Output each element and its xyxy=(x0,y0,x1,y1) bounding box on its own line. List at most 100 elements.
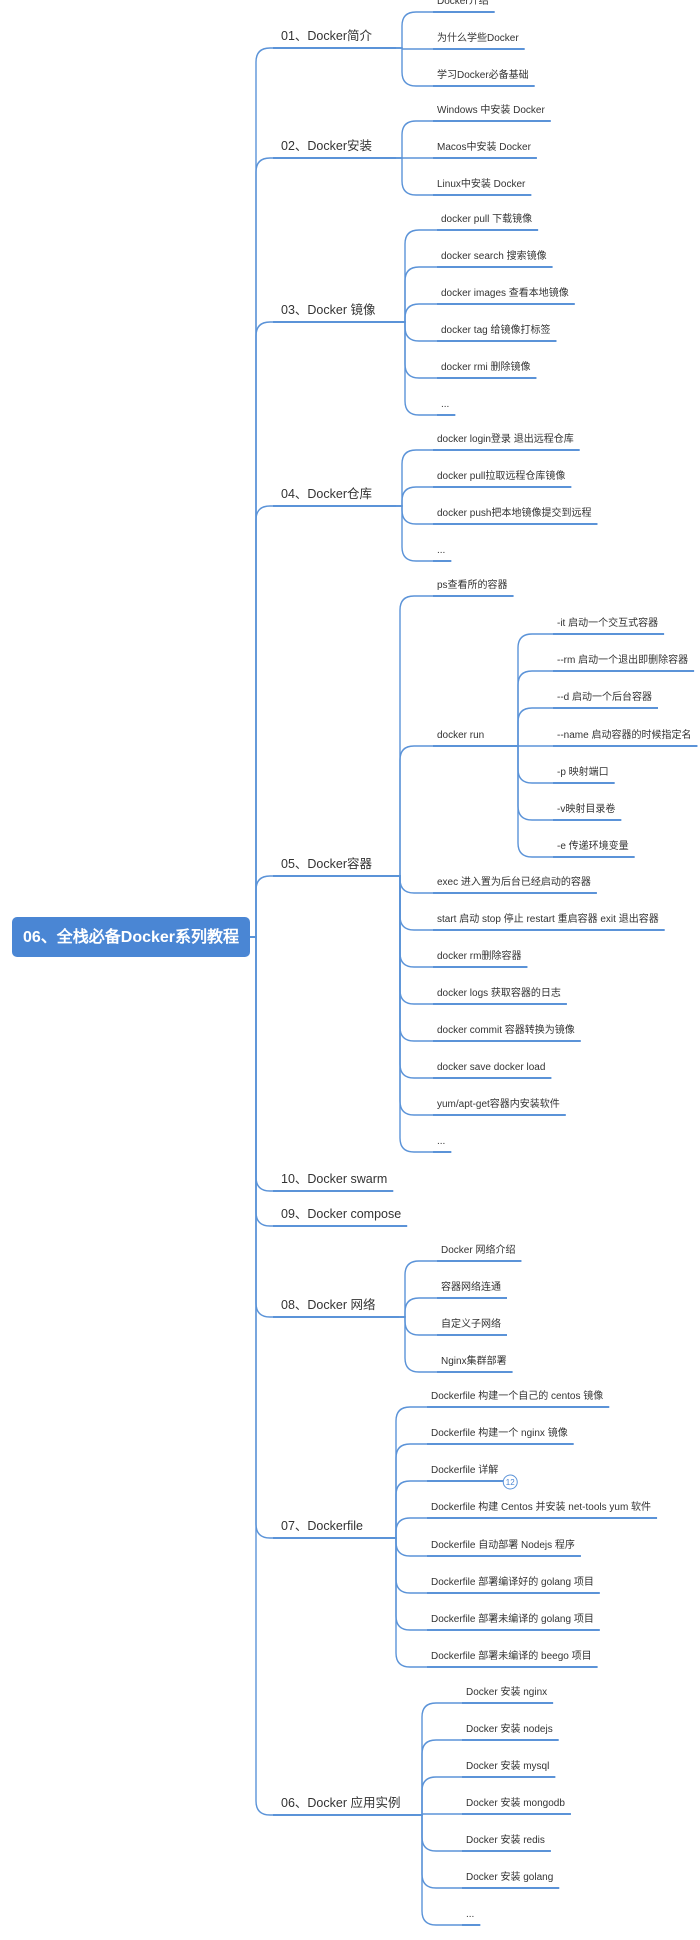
subtopic-label: 为什么学些Docker xyxy=(437,31,519,44)
subtopic-nginx[interactable]: Nginx集群部署 xyxy=(437,1354,513,1373)
subtopic-windows-docker[interactable]: Windows 中安装 Docker xyxy=(433,103,551,122)
subtopic-docker[interactable]: Docker 网络介绍 xyxy=(437,1243,522,1262)
subtopic-docker[interactable]: 为什么学些Docker xyxy=(433,31,525,50)
root-connector-5 xyxy=(250,936,273,1192)
root-topic[interactable]: 06、全栈必备Docker系列教程 xyxy=(12,917,250,957)
subtopic-label: yum/apt-get容器内安装软件 xyxy=(437,1097,560,1110)
subtopic-docker-rmi[interactable]: docker rmi 删除镜像 xyxy=(437,360,537,379)
subtopic-docker-tag[interactable]: docker tag 给镜像打标签 xyxy=(437,323,557,342)
topic-4-connector-3 xyxy=(396,505,433,562)
subtopic-label: 容器网络连通 xyxy=(441,1280,501,1293)
option-name[interactable]: --name 启动容器的时候指定名 xyxy=(553,728,698,747)
subtopic-n5[interactable]: ... xyxy=(437,399,456,416)
topic-2-connector-0 xyxy=(396,120,433,159)
main-topic-label: 02、Docker安装 xyxy=(281,138,372,153)
main-topic-7[interactable]: 09、Docker compose xyxy=(273,1207,408,1227)
topic-4-connector-0 xyxy=(396,449,433,507)
subtopic-macos-docker[interactable]: Macos中安装 Docker xyxy=(433,140,537,159)
root-connector-6 xyxy=(250,936,273,1227)
subtopic-dockerfile-centos-net-tools-yum[interactable]: Dockerfile 构建 Centos 并安装 net-tools yum 软… xyxy=(427,1500,658,1519)
main-topic-5[interactable]: 05、Docker容器 xyxy=(273,856,394,877)
option-label: -it 启动一个交互式容器 xyxy=(557,616,658,629)
main-topic-8[interactable]: 08、Docker 网络 xyxy=(273,1297,399,1318)
main-topic-1[interactable]: 01、Docker简介 xyxy=(273,29,396,49)
subtopic-n3[interactable]: ... xyxy=(433,545,452,562)
topic-10-connector-1 xyxy=(416,1739,462,1816)
subtopic-docker-commit[interactable]: docker commit 容器转换为镜像 xyxy=(433,1023,581,1042)
option-rm[interactable]: --rm 启动一个退出即删除容器 xyxy=(553,653,695,672)
subtopic-docker-mongodb[interactable]: Docker 安装 mongodb xyxy=(462,1796,571,1815)
subtopic-docker-nodejs[interactable]: Docker 安装 nodejs xyxy=(462,1722,559,1741)
subtopic-docker-pull[interactable]: docker pull拉取远程仓库镜像 xyxy=(433,469,572,488)
subtopic-yum-apt-get[interactable]: yum/apt-get容器内安装软件 xyxy=(433,1097,566,1116)
subtopic-docker-save-docker-load[interactable]: docker save docker load xyxy=(433,1062,552,1079)
subtopic-dockerfile-nginx[interactable]: Dockerfile 构建一个 nginx 镜像 xyxy=(427,1426,574,1445)
subtopic-docker-login[interactable]: docker login登录 退出远程仓库 xyxy=(433,432,580,451)
topic-3-connector-0 xyxy=(399,229,437,323)
subtopic-linux-docker[interactable]: Linux中安装 Docker xyxy=(433,177,532,196)
subtopic-n9[interactable]: ... xyxy=(433,1136,452,1153)
option-it[interactable]: -it 启动一个交互式容器 xyxy=(553,616,665,635)
subtopic-dockerfile-golang[interactable]: Dockerfile 部署编译好的 golang 项目 xyxy=(427,1575,600,1594)
option-label: --d 启动一个后台容器 xyxy=(557,690,652,703)
subtopic-docker-nginx[interactable]: Docker 安装 nginx xyxy=(462,1685,554,1704)
subtopic-docker-rm[interactable]: docker rm删除容器 xyxy=(433,949,528,968)
topic-9-connector-2 xyxy=(390,1480,427,1539)
option-label: -v映射目录卷 xyxy=(557,802,615,815)
subtopic-label: docker login登录 退出远程仓库 xyxy=(437,432,574,445)
option-label: --rm 启动一个退出即删除容器 xyxy=(557,653,688,666)
main-topic-9[interactable]: 07、Dockerfile xyxy=(273,1519,390,1539)
subtopic-n6[interactable]: ... xyxy=(462,1909,481,1926)
subtopic-dockerfile-golang[interactable]: Dockerfile 部署未编译的 golang 项目 xyxy=(427,1612,600,1631)
subtopic-label: docker search 搜索镜像 xyxy=(441,249,547,262)
subtopic-docker-run[interactable]: docker run xyxy=(433,730,512,747)
subtopic-docker[interactable]: Docker介绍 xyxy=(433,0,495,13)
option-v[interactable]: -v映射目录卷 xyxy=(553,802,622,821)
root-connector-0 xyxy=(250,47,273,938)
count-badge[interactable] xyxy=(502,1474,518,1490)
option-label: -p 映射端口 xyxy=(557,765,609,778)
subtopic-docker-push[interactable]: docker push把本地镜像提交到远程 xyxy=(433,506,598,525)
subtopic-docker[interactable]: 学习Docker必备基础 xyxy=(433,68,535,87)
subtopic-ps[interactable]: ps查看所的容器 xyxy=(433,578,514,597)
subtopic-label: docker rmi 删除镜像 xyxy=(441,360,530,373)
option-p[interactable]: -p 映射端口 xyxy=(553,765,615,784)
subtopic-start-stop-restart-exit[interactable]: start 启动 stop 停止 restart 重启容器 exit 退出容器 xyxy=(433,912,665,931)
subtopic-docker-pull[interactable]: docker pull 下载镜像 xyxy=(437,212,539,231)
main-topic-6[interactable]: 10、Docker swarm xyxy=(273,1172,394,1192)
main-topic-10[interactable]: 06、Docker 应用实例 xyxy=(273,1795,416,1816)
subtopic-docker-logs[interactable]: docker logs 获取容器的日志 xyxy=(433,986,567,1005)
option-e[interactable]: -e 传递环境变量 xyxy=(553,839,635,858)
connector-lines xyxy=(250,11,553,1926)
subtopic-label: Dockerfile 部署未编译的 beego 项目 xyxy=(431,1649,592,1662)
subtopic-n1[interactable]: 容器网络连通 xyxy=(437,1280,507,1299)
subtopic-exec[interactable]: exec 进入置为后台已经启动的容器 xyxy=(433,875,597,894)
main-topic-3[interactable]: 03、Docker 镜像 xyxy=(273,302,399,323)
subtopic-label: Nginx集群部署 xyxy=(441,1354,507,1367)
subtopic-label: docker rm删除容器 xyxy=(437,949,521,962)
subtopic-dockerfile-centos[interactable]: Dockerfile 构建一个自己的 centos 镜像 xyxy=(427,1389,610,1408)
subtopic-label: Dockerfile 部署未编译的 golang 项目 xyxy=(431,1612,594,1625)
topic-10-connector-3 xyxy=(416,1813,462,1816)
option-label: --name 启动容器的时候指定名 xyxy=(557,728,691,741)
subtopic-dockerfile-beego[interactable]: Dockerfile 部署未编译的 beego 项目 xyxy=(427,1649,598,1668)
subtopic-docker-golang[interactable]: Docker 安装 golang xyxy=(462,1870,560,1889)
subtopic-dockerfile-nodejs[interactable]: Dockerfile 自动部署 Nodejs 程序 xyxy=(427,1538,581,1557)
topic-10-connector-6 xyxy=(416,1814,462,1926)
main-topic-4[interactable]: 04、Docker仓库 xyxy=(273,486,396,507)
subtopic-n2[interactable]: 自定义子网络 xyxy=(437,1317,507,1336)
subtopic-docker-search[interactable]: docker search 搜索镜像 xyxy=(437,249,553,268)
topic-5-connector-0 xyxy=(394,595,433,877)
main-topic-2[interactable]: 02、Docker安装 xyxy=(273,138,396,159)
subtopic-label: Docker 安装 nodejs xyxy=(466,1722,553,1735)
subtopic-docker-mysql[interactable]: Docker 安装 mysql xyxy=(462,1759,556,1778)
subtopic-label: docker tag 给镜像打标签 xyxy=(441,323,550,336)
topic-9-connector-3 xyxy=(390,1517,427,1539)
subtopic-docker-images[interactable]: docker images 查看本地镜像 xyxy=(437,286,575,305)
subtopic-label: Dockerfile 自动部署 Nodejs 程序 xyxy=(431,1538,575,1551)
subtopic-docker-redis[interactable]: Docker 安装 redis xyxy=(462,1833,551,1852)
root-connector-8 xyxy=(250,936,273,1539)
option-d[interactable]: --d 启动一个后台容器 xyxy=(553,690,658,709)
